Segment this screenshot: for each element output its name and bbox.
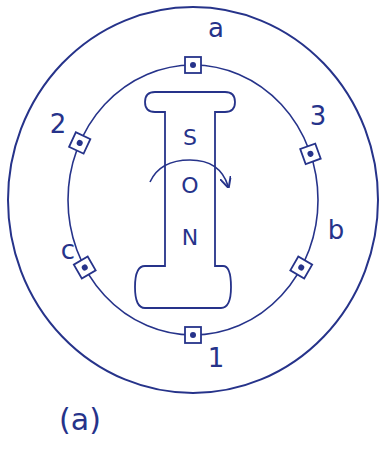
coil-symbol: [185, 327, 201, 343]
coil-symbol: [300, 144, 321, 165]
coil-group: [69, 57, 321, 343]
coil-symbol: [290, 257, 312, 279]
pole-label: S: [183, 127, 197, 149]
coil-label: c: [61, 237, 75, 263]
coil-label: 3: [310, 103, 327, 129]
coil-label: b: [328, 217, 345, 243]
coil-symbol: [69, 132, 90, 153]
coil-symbol: [74, 257, 96, 279]
rotor-outline: [133, 88, 237, 312]
pole-label: N: [182, 227, 198, 249]
air-gap-circle: [68, 65, 318, 335]
pole-label: O: [181, 175, 198, 197]
coil-symbol: [185, 57, 201, 73]
coil-label: a: [208, 15, 224, 41]
figure-caption: (a): [59, 405, 101, 435]
coil-label: 2: [50, 111, 67, 137]
rotor-magnet: S O N: [133, 88, 237, 312]
stator-ring: [8, 7, 378, 393]
coil-label: 1: [208, 345, 225, 371]
